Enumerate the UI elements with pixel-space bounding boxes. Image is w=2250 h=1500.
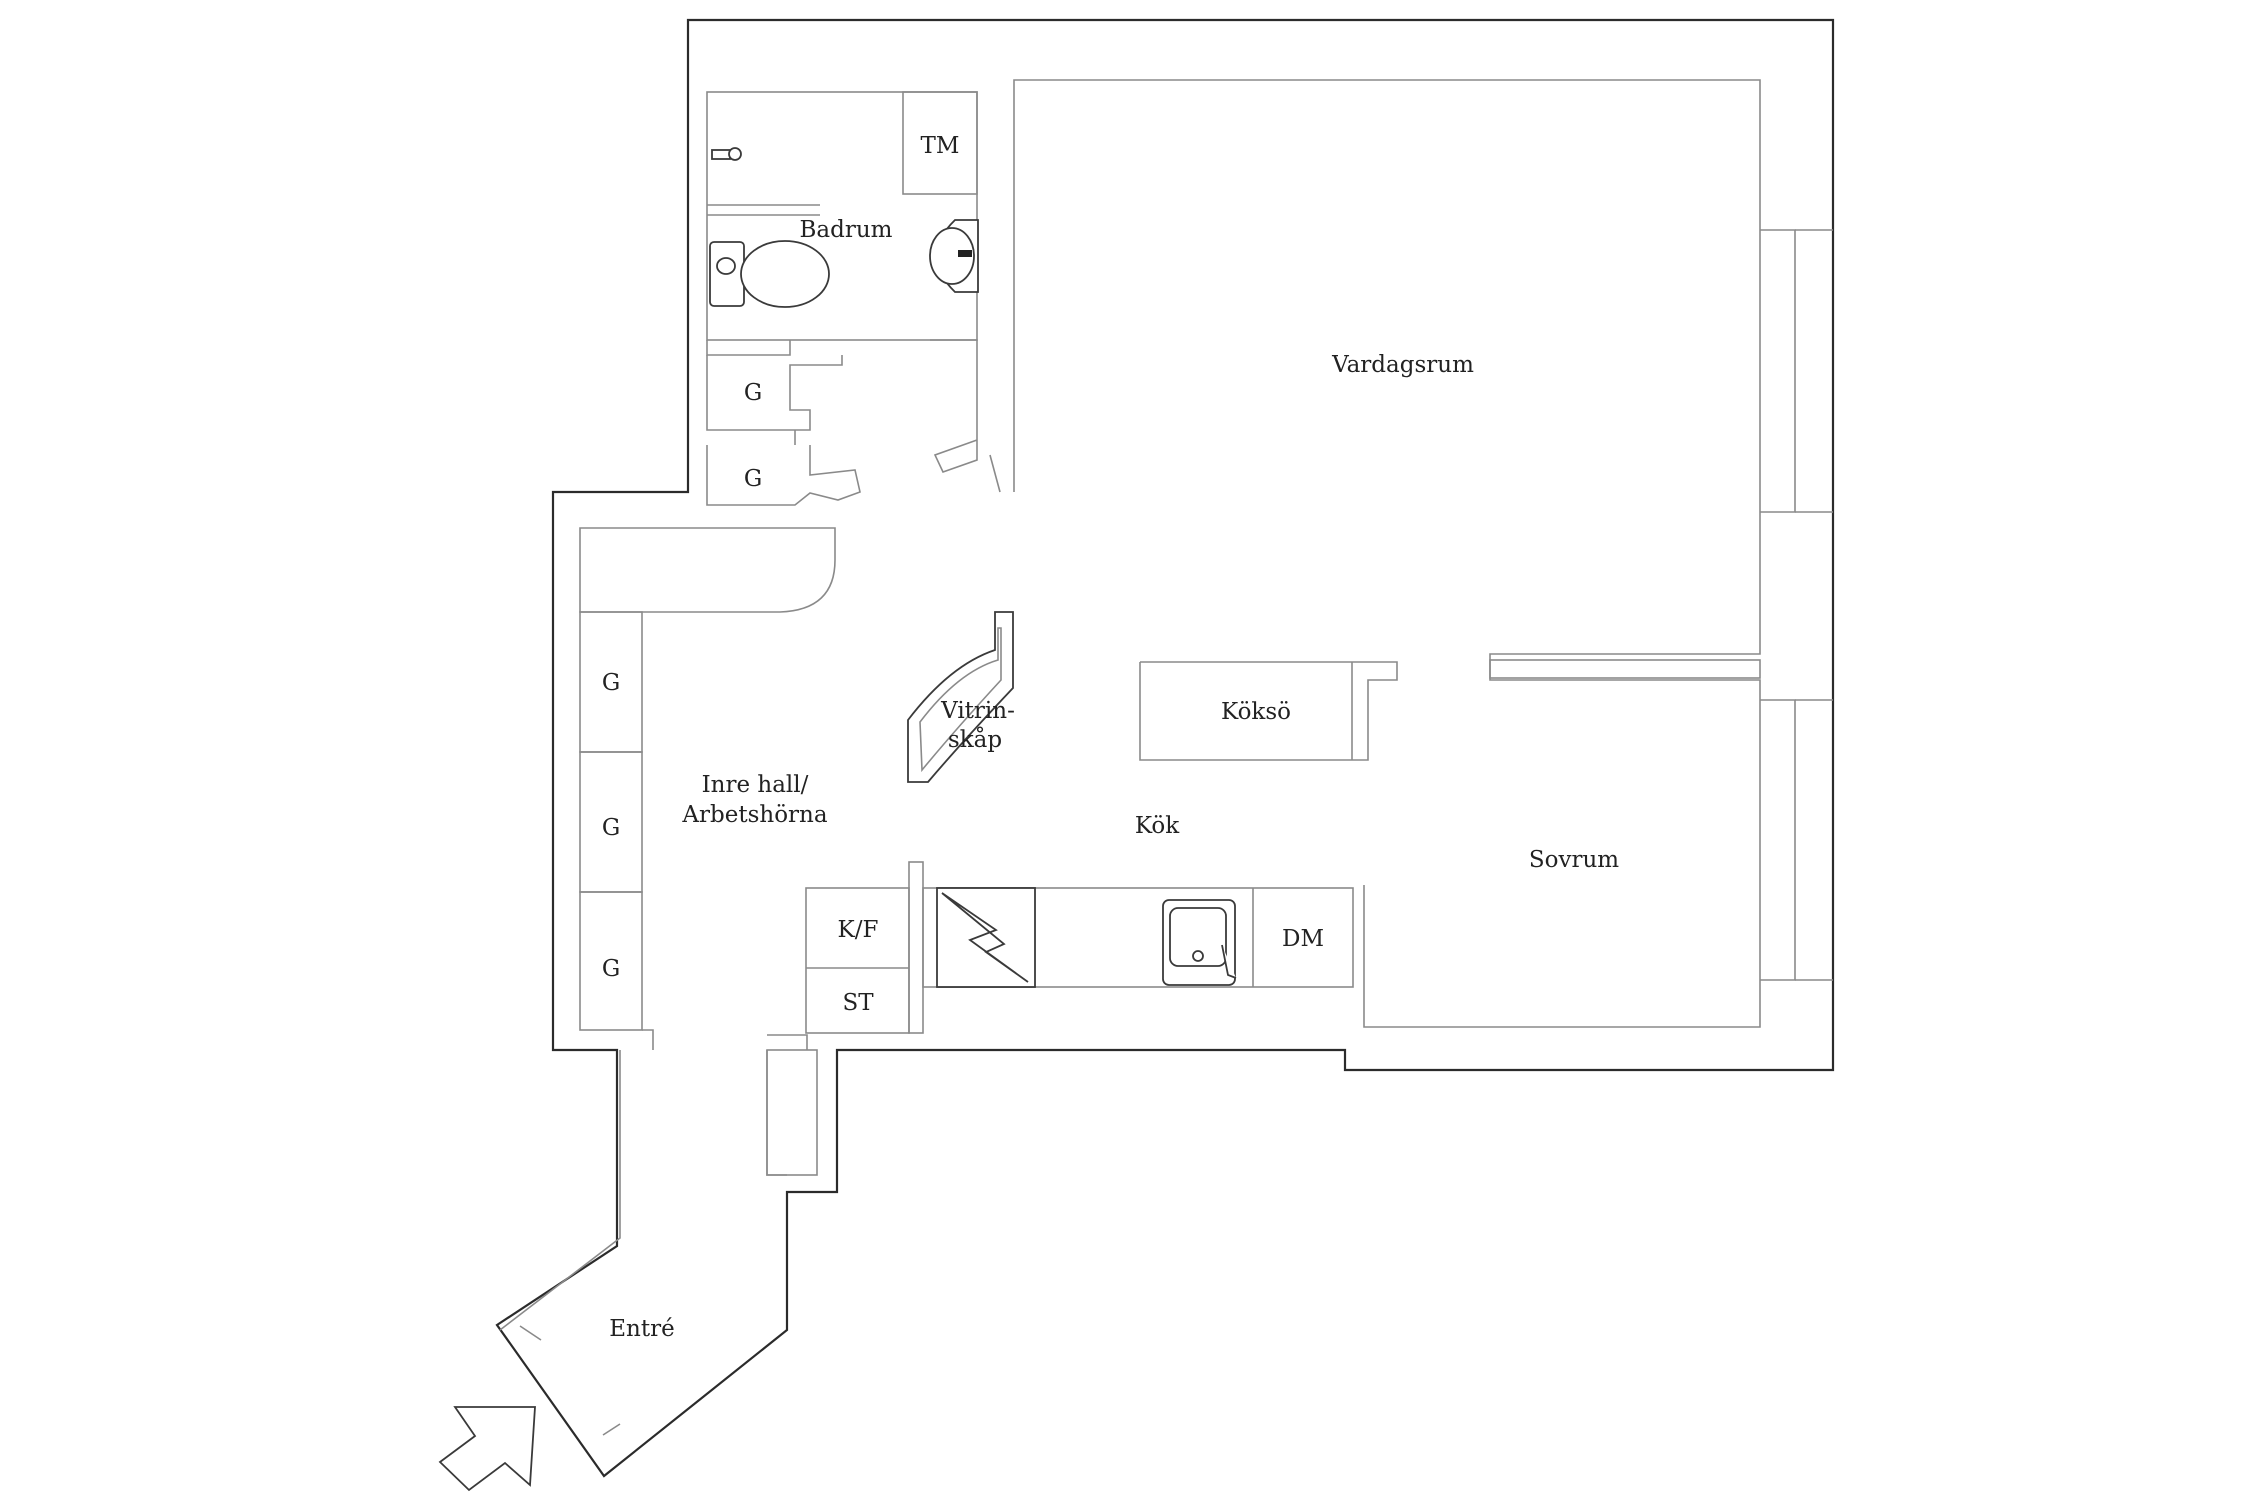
stove-icon <box>936 887 1036 988</box>
bathroom-sink-icon <box>929 219 979 293</box>
outer-wall <box>495 18 1835 1478</box>
label-inre-hall-1: Inre hall/ <box>702 772 809 798</box>
label-koksö: Köksö <box>1221 699 1291 725</box>
label-tm: TM <box>921 133 960 159</box>
label-kok: Kök <box>1135 813 1180 839</box>
label-dm: DM <box>1282 926 1324 952</box>
label-wardrobe-left-3: G <box>602 956 620 982</box>
label-wardrobe-top-2: G <box>744 466 762 492</box>
label-kf: K/F <box>838 917 879 943</box>
label-wardrobe-left-1: G <box>602 670 620 696</box>
label-wardrobe-left-2: G <box>602 815 620 841</box>
interior-walls <box>499 79 1833 1436</box>
kitchen-sink-icon <box>1162 899 1237 986</box>
vitrinskap-cabinet <box>907 611 1014 783</box>
label-sovrum: Sovrum <box>1529 847 1619 873</box>
label-st: ST <box>842 990 874 1016</box>
label-wardrobe-top-1: G <box>744 380 762 406</box>
label-vardagsrum: Vardagsrum <box>1331 352 1474 378</box>
label-vitrinskap-2: skåp <box>948 726 1002 753</box>
label-badrum: Badrum <box>800 217 893 243</box>
label-inre-hall-2: Arbetshörna <box>681 802 827 828</box>
entry-arrow-icon <box>438 1406 536 1492</box>
label-vitrinskap-1: Vitrin- <box>940 698 1015 724</box>
label-entre: Entré <box>609 1316 674 1342</box>
toilet-icon <box>709 240 830 308</box>
shower-head-icon <box>711 147 742 161</box>
